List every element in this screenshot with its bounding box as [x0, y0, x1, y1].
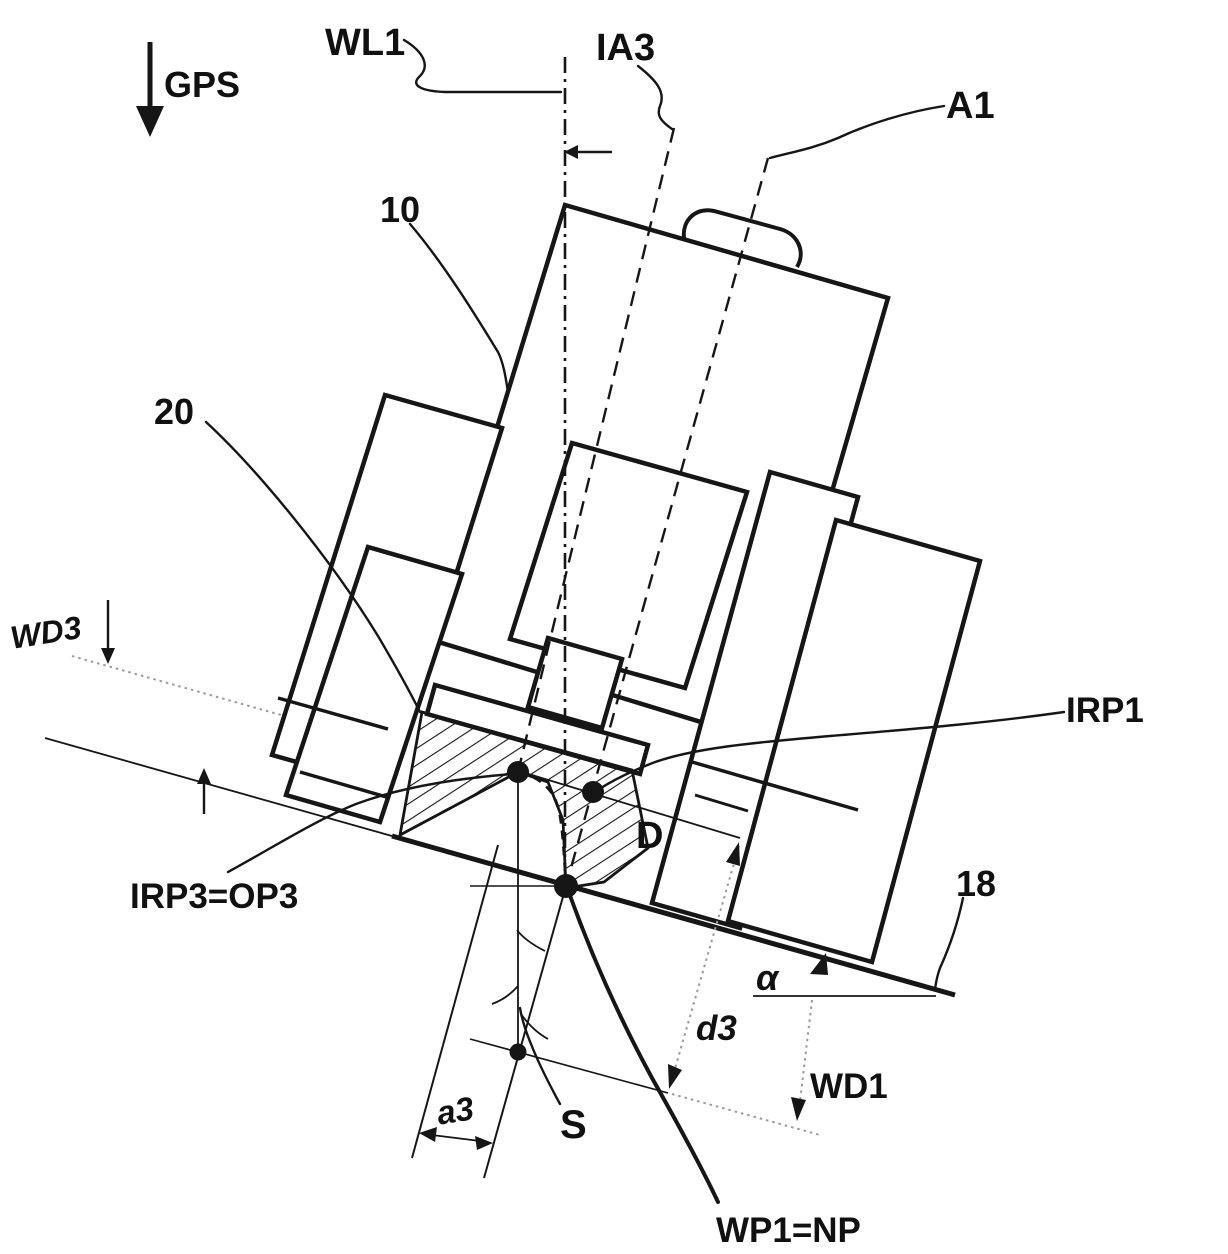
label-18: 18 — [956, 863, 996, 904]
neck — [525, 635, 625, 731]
handle-bump — [681, 208, 803, 269]
label-ia3: IA3 — [596, 27, 655, 69]
label-wl1: WL1 — [325, 22, 405, 64]
workpiece-surface-line-18 — [391, 833, 956, 998]
label-10: 10 — [380, 189, 420, 230]
axis-a1-extension — [483, 885, 567, 1179]
label-irp3-op3: IRP3=OP3 — [130, 877, 298, 916]
left-block-step-line — [277, 696, 389, 731]
a1-leader — [768, 104, 946, 160]
a3-dimension-shaft — [431, 1134, 481, 1142]
ref10-leader — [408, 222, 510, 394]
surface-up-arrowhead-icon — [197, 768, 211, 784]
left-inner-block — [283, 544, 465, 825]
right-block-step-line — [691, 760, 859, 812]
irp3-leader — [226, 772, 514, 874]
alpha-arrowhead-icon — [810, 953, 828, 975]
dimension-line-wd1 — [798, 999, 813, 1111]
point-irp3-op3 — [507, 761, 529, 783]
a3-left-arrowhead-icon — [419, 1127, 437, 1142]
dimension-line-D — [521, 771, 741, 839]
axis-a1-dashed — [564, 157, 770, 887]
gps-down-arrowhead-icon — [136, 106, 164, 137]
label-s: S — [560, 1103, 587, 1147]
tool-assembly — [269, 202, 983, 965]
axes — [411, 57, 770, 1179]
lowered-surface-line — [44, 737, 393, 837]
dimensions — [101, 600, 936, 1150]
label-wp1-np: WP1=NP — [716, 1211, 861, 1250]
squiggle-hook-1 — [516, 929, 546, 952]
axis-ia3-extension — [411, 844, 499, 1159]
point-on-vertical-line — [509, 1043, 527, 1061]
irp1-leader — [596, 710, 1066, 792]
insert-holder-plate — [424, 682, 651, 777]
leader-lines — [204, 38, 1066, 1204]
label-a3: a3 — [434, 1089, 476, 1131]
label-irp1: IRP1 — [1066, 691, 1144, 730]
right-outer-block — [725, 517, 983, 965]
center-shoulder-block — [507, 440, 750, 691]
right-inner-block — [649, 469, 861, 931]
label-wd3: WD3 — [8, 609, 84, 656]
ref18-leader — [933, 896, 965, 991]
labels: GPS WL1 IA3 A1 10 20 WD3 IRP3=OP3 IRP1 1… — [8, 22, 1144, 1250]
point-irp1 — [582, 781, 604, 803]
workpiece-surfaces — [44, 655, 956, 1136]
lower-reference-line — [469, 1038, 669, 1094]
pin-outline-dashed-right — [517, 770, 568, 889]
d3-bottom-arrowhead-icon — [668, 1064, 682, 1089]
gps-direction — [136, 42, 164, 137]
wd3-down-arrowhead-icon — [101, 648, 115, 664]
axis-ia3-dashed — [516, 127, 676, 773]
wp1-leader — [566, 888, 720, 1204]
dimension-line-d3 — [669, 845, 740, 1087]
upper-surface-dotted-line — [71, 655, 399, 749]
label-d: D — [636, 815, 663, 857]
d3-top-arrowhead-icon — [726, 842, 740, 866]
wl1-leader — [402, 38, 563, 94]
s-leader — [518, 1006, 562, 1106]
ref20-leader — [204, 420, 422, 714]
wl1-left-arrowhead-icon — [564, 145, 578, 159]
point-wp1-np — [554, 874, 578, 898]
ia3-leader — [636, 64, 674, 131]
wd1-arrowhead-icon — [791, 1097, 806, 1121]
a3-right-arrowhead-icon — [475, 1136, 493, 1150]
reference-points — [507, 761, 604, 1061]
label-wd1: WD1 — [810, 1067, 888, 1106]
left-block-lower-step-line — [299, 770, 391, 800]
label-a1: A1 — [946, 85, 995, 127]
right-block-lower-step-line — [694, 793, 749, 813]
label-d3: d3 — [696, 1009, 737, 1048]
label-alpha: α — [756, 957, 780, 998]
pin-outline-dashed-left — [399, 770, 519, 837]
label-20: 20 — [154, 391, 194, 432]
label-gps: GPS — [164, 64, 240, 105]
squiggle-hook-2 — [491, 985, 519, 1005]
